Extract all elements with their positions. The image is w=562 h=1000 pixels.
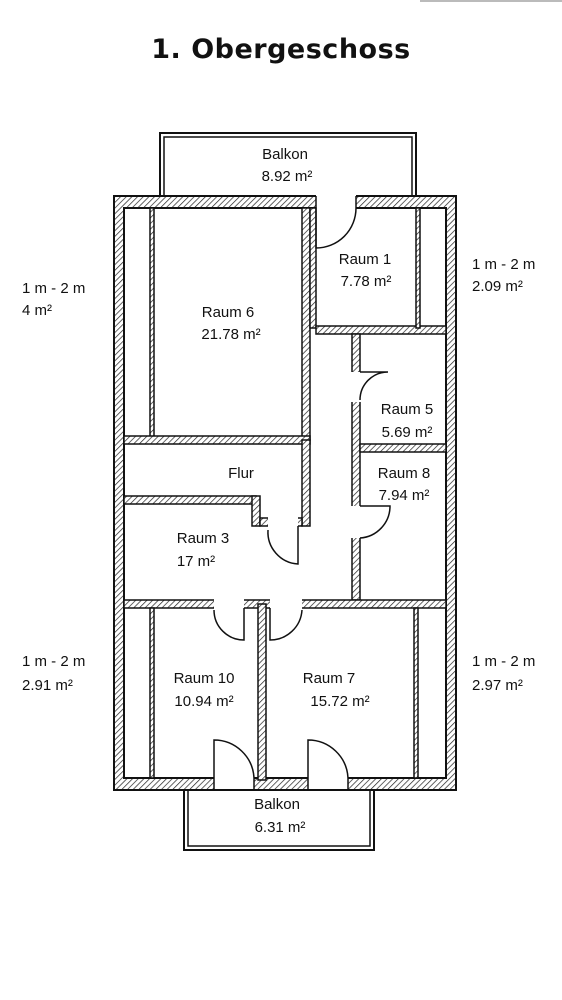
room-label-raum-1: Raum 1 7.78 m² bbox=[339, 251, 392, 290]
interior-door-gaps bbox=[214, 372, 361, 609]
room-label-raum-7: Raum 7 15.72 m² bbox=[303, 670, 370, 710]
side-zone-bottom-left: 1 m - 2 m 2.91 m² bbox=[22, 653, 85, 694]
svg-text:7.78 m²: 7.78 m² bbox=[341, 273, 392, 290]
svg-text:1 m - 2 m: 1 m - 2 m bbox=[22, 653, 85, 670]
svg-text:8.92 m²: 8.92 m² bbox=[262, 168, 313, 185]
top-edge-line bbox=[420, 0, 562, 2]
svg-text:7.94 m²: 7.94 m² bbox=[379, 487, 430, 504]
room-label-flur: Flur bbox=[228, 465, 254, 482]
balcony-top bbox=[159, 132, 417, 197]
svg-text:21.78 m²: 21.78 m² bbox=[201, 326, 260, 343]
svg-text:2.91 m²: 2.91 m² bbox=[22, 677, 73, 694]
svg-text:Raum 8: Raum 8 bbox=[378, 465, 431, 482]
side-zone-bottom-right: 1 m - 2 m 2.97 m² bbox=[472, 653, 535, 694]
svg-text:Raum 10: Raum 10 bbox=[174, 670, 235, 687]
svg-text:4 m²: 4 m² bbox=[22, 302, 52, 319]
room-label-raum-8: Raum 8 7.94 m² bbox=[378, 465, 431, 504]
svg-text:Raum 1: Raum 1 bbox=[339, 251, 392, 268]
room-label-raum-10: Raum 10 10.94 m² bbox=[174, 670, 235, 710]
room-label-balkon-bottom: Balkon 6.31 m² bbox=[254, 796, 305, 836]
room-label-raum-6: Raum 6 21.78 m² bbox=[201, 304, 260, 343]
svg-text:5.69 m²: 5.69 m² bbox=[382, 424, 433, 441]
svg-text:Balkon: Balkon bbox=[254, 796, 300, 813]
side-zone-top-left: 1 m - 2 m 4 m² bbox=[22, 280, 85, 319]
door-swings bbox=[213, 207, 391, 779]
svg-text:1 m - 2 m: 1 m - 2 m bbox=[472, 653, 535, 670]
svg-text:Raum 6: Raum 6 bbox=[202, 304, 255, 321]
side-zone-top-right: 1 m - 2 m 2.09 m² bbox=[472, 256, 535, 295]
room-label-raum-5: Raum 5 5.69 m² bbox=[381, 401, 434, 441]
svg-text:Flur: Flur bbox=[228, 465, 254, 482]
svg-text:15.72 m²: 15.72 m² bbox=[310, 693, 369, 710]
svg-text:1 m - 2 m: 1 m - 2 m bbox=[22, 280, 85, 297]
svg-text:6.31 m²: 6.31 m² bbox=[255, 819, 306, 836]
svg-text:2.97 m²: 2.97 m² bbox=[472, 677, 523, 694]
svg-text:2.09 m²: 2.09 m² bbox=[472, 278, 523, 295]
outer-door-gaps bbox=[213, 195, 357, 791]
svg-text:Raum 5: Raum 5 bbox=[381, 401, 434, 418]
svg-text:Raum 3: Raum 3 bbox=[177, 530, 230, 547]
svg-text:17 m²: 17 m² bbox=[177, 553, 215, 570]
page-title: 1. Obergeschoss bbox=[151, 34, 411, 65]
svg-text:10.94 m²: 10.94 m² bbox=[174, 693, 233, 710]
balcony-bottom bbox=[183, 789, 375, 851]
svg-text:Raum 7: Raum 7 bbox=[303, 670, 356, 687]
svg-text:1 m - 2 m: 1 m - 2 m bbox=[472, 256, 535, 273]
svg-text:Balkon: Balkon bbox=[262, 146, 308, 163]
room-label-raum-3: Raum 3 17 m² bbox=[177, 530, 230, 570]
room-label-balkon-top: Balkon 8.92 m² bbox=[262, 146, 313, 185]
